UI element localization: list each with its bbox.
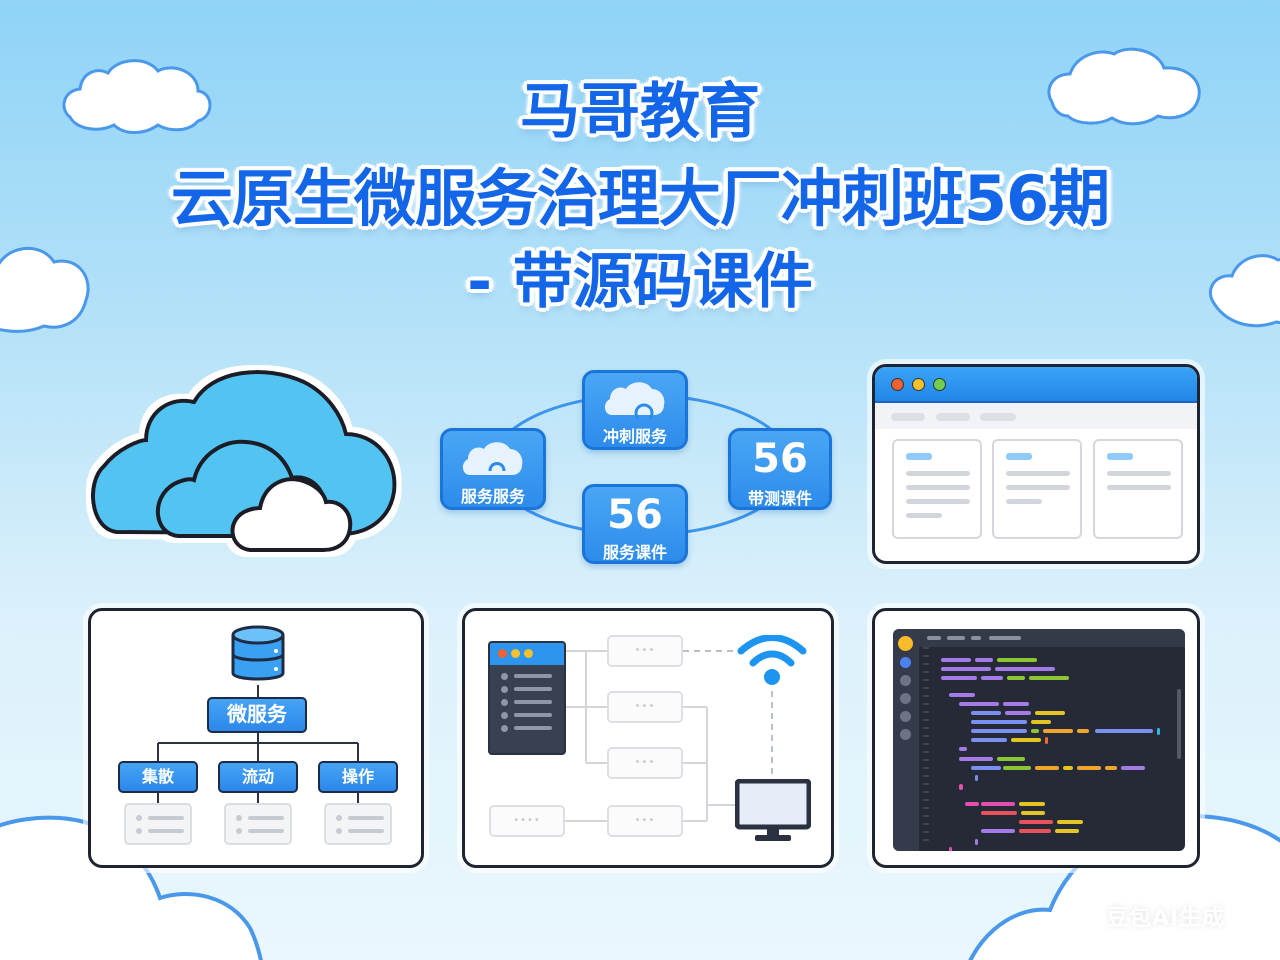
- network-node[interactable]: •••: [607, 747, 683, 779]
- content-card: [992, 439, 1082, 539]
- microservice-org-chart-panel: 微服务 集散 流动 操作: [88, 608, 424, 868]
- page-title: 马哥教育 云原生微服务治理大厂冲刺班56期 - 带源码课件: [0, 82, 1280, 312]
- hub-node-number: 56: [752, 436, 808, 482]
- monitor-icon: [735, 779, 811, 841]
- hub-node-service[interactable]: 服务服务: [440, 428, 546, 510]
- list-card: [124, 803, 192, 845]
- background-cloud-mid-right: [1206, 250, 1280, 332]
- org-node-child[interactable]: 集散: [118, 761, 198, 793]
- activity-icon[interactable]: [900, 729, 911, 740]
- cloud-icon: [604, 382, 665, 423]
- code-content: [919, 647, 1185, 851]
- content-card: [892, 439, 982, 539]
- background-cloud-mid-left: [0, 240, 95, 336]
- wifi-icon: [737, 635, 807, 685]
- window-tab-bar: [875, 403, 1197, 429]
- tab-placeholder[interactable]: [980, 413, 1016, 421]
- list-card: [324, 803, 392, 845]
- network-topology-panel: ••• ••• ••• ••• ••••: [462, 608, 834, 868]
- hub-node-label: 服务课件: [602, 543, 667, 562]
- code-editor-panel: [872, 608, 1200, 868]
- content-card: [1093, 439, 1183, 539]
- org-node-child[interactable]: 流动: [218, 761, 298, 793]
- network-node[interactable]: •••: [607, 635, 683, 667]
- minimize-dot-icon[interactable]: [912, 378, 925, 391]
- hub-node-56-test-courseware[interactable]: 56 带测课件: [728, 428, 832, 510]
- network-connectors: [565, 650, 773, 822]
- tab-placeholder[interactable]: [891, 413, 925, 421]
- hub-node-56-service-courseware[interactable]: 56 服务课件: [582, 484, 688, 564]
- title-brand: 马哥教育: [520, 77, 760, 147]
- background-cloud-top-right: [1042, 46, 1206, 128]
- list-card: [224, 803, 292, 845]
- server-window-icon: [488, 641, 566, 755]
- service-hub-diagram: 冲刺服务 服务服务 56 带测课件 56 服务课件: [436, 366, 848, 564]
- network-node[interactable]: ••••: [489, 805, 565, 837]
- ai-generated-watermark: 豆包AI生成: [1106, 906, 1226, 931]
- hub-node-label: 带测课件: [747, 489, 812, 508]
- hub-node-number: 56: [607, 492, 663, 538]
- code-editor[interactable]: [893, 629, 1185, 851]
- hub-node-sprint-service[interactable]: 冲刺服务: [582, 370, 688, 450]
- editor-tab-bar: [919, 629, 1185, 647]
- network-node[interactable]: •••: [607, 805, 683, 837]
- network-node[interactable]: •••: [607, 691, 683, 723]
- org-node-child[interactable]: 操作: [318, 761, 398, 793]
- database-icon: [231, 625, 285, 681]
- background-cloud-top-left: [58, 55, 216, 137]
- org-chart-connectors: [157, 685, 359, 803]
- cloud-icon: [90, 370, 397, 552]
- activity-icon[interactable]: [900, 657, 911, 668]
- background-cloud-bottom-left: [0, 808, 300, 960]
- hub-node-label: 冲刺服务: [602, 427, 667, 446]
- title-subtitle: - 带源码课件: [467, 247, 813, 317]
- editor-activity-bar: [893, 629, 919, 851]
- tab-placeholder[interactable]: [936, 413, 970, 421]
- title-course-name: 云原生微服务治理大厂冲刺班56期: [170, 162, 1110, 235]
- close-dot-icon[interactable]: [891, 378, 904, 391]
- window-titlebar: [875, 367, 1197, 403]
- cloud-stack-illustration: [84, 362, 404, 558]
- org-node-microservice[interactable]: 微服务: [207, 697, 307, 733]
- hub-node-label: 服务服务: [460, 487, 525, 506]
- editor-status-dot-icon[interactable]: [898, 636, 913, 651]
- cloud-icon: [462, 442, 523, 475]
- activity-icon[interactable]: [900, 693, 911, 704]
- dashboard-window-panel: [872, 364, 1200, 564]
- activity-icon[interactable]: [900, 675, 911, 686]
- maximize-dot-icon[interactable]: [933, 378, 946, 391]
- activity-icon[interactable]: [900, 711, 911, 722]
- editor-scrollbar[interactable]: [1177, 689, 1181, 759]
